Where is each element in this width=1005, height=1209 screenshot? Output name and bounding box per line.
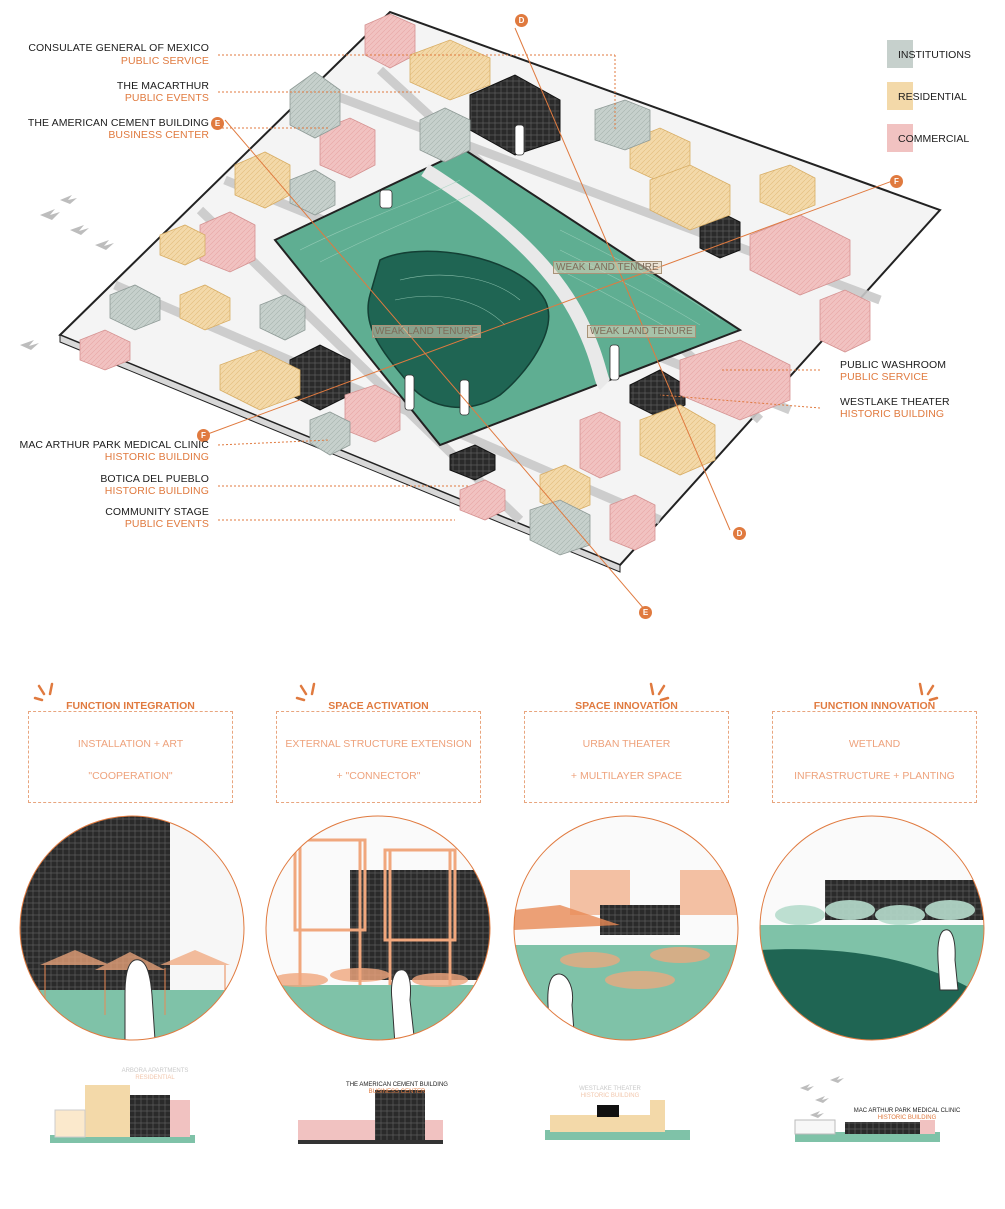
leader-lines xyxy=(217,54,821,521)
institution-buildings xyxy=(109,71,651,556)
vignette-space-innovation xyxy=(514,816,738,1040)
card-line-2: "COOPERATION" xyxy=(88,770,173,782)
marker-d-top: D xyxy=(515,14,528,27)
label-community-stage-category: PUBLIC EVENTS xyxy=(124,518,209,530)
card-title-function-integration: FUNCTION INTEGRATION xyxy=(66,700,195,712)
highlight-buildings xyxy=(289,74,741,481)
label-botica: BOTICA DEL PUEBLO xyxy=(100,473,209,485)
label-consulate: CONSULATE GENERAL OF MEXICO xyxy=(28,42,209,54)
label-westlake-category: HISTORIC BUILDING xyxy=(840,408,945,420)
legend-label-institutions: INSTITUTIONS xyxy=(898,49,971,61)
park-figures xyxy=(379,124,620,416)
burst-icon xyxy=(649,682,670,702)
label-medical-clinic-category: HISTORIC BUILDING xyxy=(104,451,209,463)
card-line-1: EXTERNAL STRUCTURE EXTENSION xyxy=(285,738,472,750)
card-line-2: INFRASTRUCTURE + PLANTING xyxy=(794,770,955,782)
park-path xyxy=(421,164,611,390)
card-function-integration: INSTALLATION + ART "COOPERATION" xyxy=(28,711,233,803)
vignettes xyxy=(19,815,985,1041)
card-space-innovation: URBAN THEATER + MULTILAYER SPACE xyxy=(524,711,729,803)
card-line-1: URBAN THEATER xyxy=(582,738,671,750)
label-westlake: WESTLAKE THEATER xyxy=(840,396,950,408)
burst-icon xyxy=(33,682,54,702)
elevation-label-medical-clinic: MAC ARTHUR PARK MEDICAL CLINIC xyxy=(853,1108,961,1114)
elevation-label-american-cement: THE AMERICAN CEMENT BUILDING xyxy=(346,1082,448,1088)
label-washroom: PUBLIC WASHROOM xyxy=(840,359,947,371)
marker-f-right: F xyxy=(890,175,903,188)
label-consulate-category: PUBLIC SERVICE xyxy=(120,55,209,67)
card-space-activation: EXTERNAL STRUCTURE EXTENSION + "CONNECTO… xyxy=(276,711,481,803)
card-title-space-innovation: SPACE INNOVATION xyxy=(575,700,678,712)
commercial-buildings xyxy=(79,13,871,551)
birds xyxy=(20,195,114,350)
elevation-westlake xyxy=(545,1100,690,1140)
marker-f-left: F xyxy=(197,429,210,442)
label-macarthur-category: PUBLIC EVENTS xyxy=(124,92,209,104)
burst-icon xyxy=(918,682,939,702)
vignette-function-integration xyxy=(20,816,244,1040)
burst-icon xyxy=(295,682,316,702)
tenure-label-2: WEAK LAND TENURE xyxy=(372,325,481,338)
label-american-cement-category: BUSINESS CENTER xyxy=(108,129,209,141)
label-washroom-category: PUBLIC SERVICE xyxy=(840,371,929,383)
legend-label-residential: RESIDENTIAL xyxy=(898,91,967,103)
elevations xyxy=(50,1076,940,1144)
elevation-category-american-cement: BUSINESS CENTER xyxy=(368,1089,426,1095)
marker-e-bottom: E xyxy=(639,606,652,619)
elevation-label-arbora: ARBORA APARTMENTS xyxy=(121,1068,189,1074)
card-line-2: + MULTILAYER SPACE xyxy=(570,770,683,782)
card-line-1: INSTALLATION + ART xyxy=(77,738,184,750)
card-title-function-innovation: FUNCTION INNOVATION xyxy=(813,700,936,712)
legend-label-commercial: COMMERCIAL xyxy=(898,133,970,145)
elevation-category-westlake: HISTORIC BUILDING xyxy=(580,1093,640,1099)
card-line-2: + "CONNECTOR" xyxy=(336,770,421,782)
vignette-function-innovation xyxy=(760,816,984,1040)
tenure-label-1: WEAK LAND TENURE xyxy=(553,261,662,274)
label-american-cement: THE AMERICAN CEMENT BUILDING xyxy=(27,117,209,129)
card-line-1: WETLAND xyxy=(848,738,901,750)
card-title-space-activation: SPACE ACTIVATION xyxy=(328,700,429,712)
elevation-label-westlake: WESTLAKE THEATER xyxy=(579,1086,641,1092)
elevation-american-cement xyxy=(298,1090,443,1144)
vignette-space-activation xyxy=(266,816,490,1040)
elevation-category-medical-clinic: HISTORIC BUILDING xyxy=(877,1115,937,1121)
section-lines xyxy=(204,27,896,611)
marker-e-left: E xyxy=(211,117,224,130)
elevation-arbora xyxy=(50,1085,195,1143)
elevation-medical-clinic xyxy=(794,1076,940,1142)
label-macarthur: THE MACARTHUR xyxy=(116,80,209,92)
card-function-innovation: WETLAND INFRASTRUCTURE + PLANTING xyxy=(772,711,977,803)
tenure-label-3: WEAK LAND TENURE xyxy=(587,325,696,338)
label-medical-clinic: MAC ARTHUR PARK MEDICAL CLINIC xyxy=(19,439,209,451)
legend-swatch-residential xyxy=(887,82,913,110)
legend-swatch-institutions xyxy=(887,40,913,68)
label-community-stage: COMMUNITY STAGE xyxy=(105,506,209,518)
marker-d-bottom: D xyxy=(733,527,746,540)
label-botica-category: HISTORIC BUILDING xyxy=(104,485,209,497)
elevation-category-arbora: RESIDENTIAL xyxy=(135,1075,175,1081)
legend-swatch-commercial xyxy=(887,124,913,152)
isometric-site-map xyxy=(20,10,942,611)
